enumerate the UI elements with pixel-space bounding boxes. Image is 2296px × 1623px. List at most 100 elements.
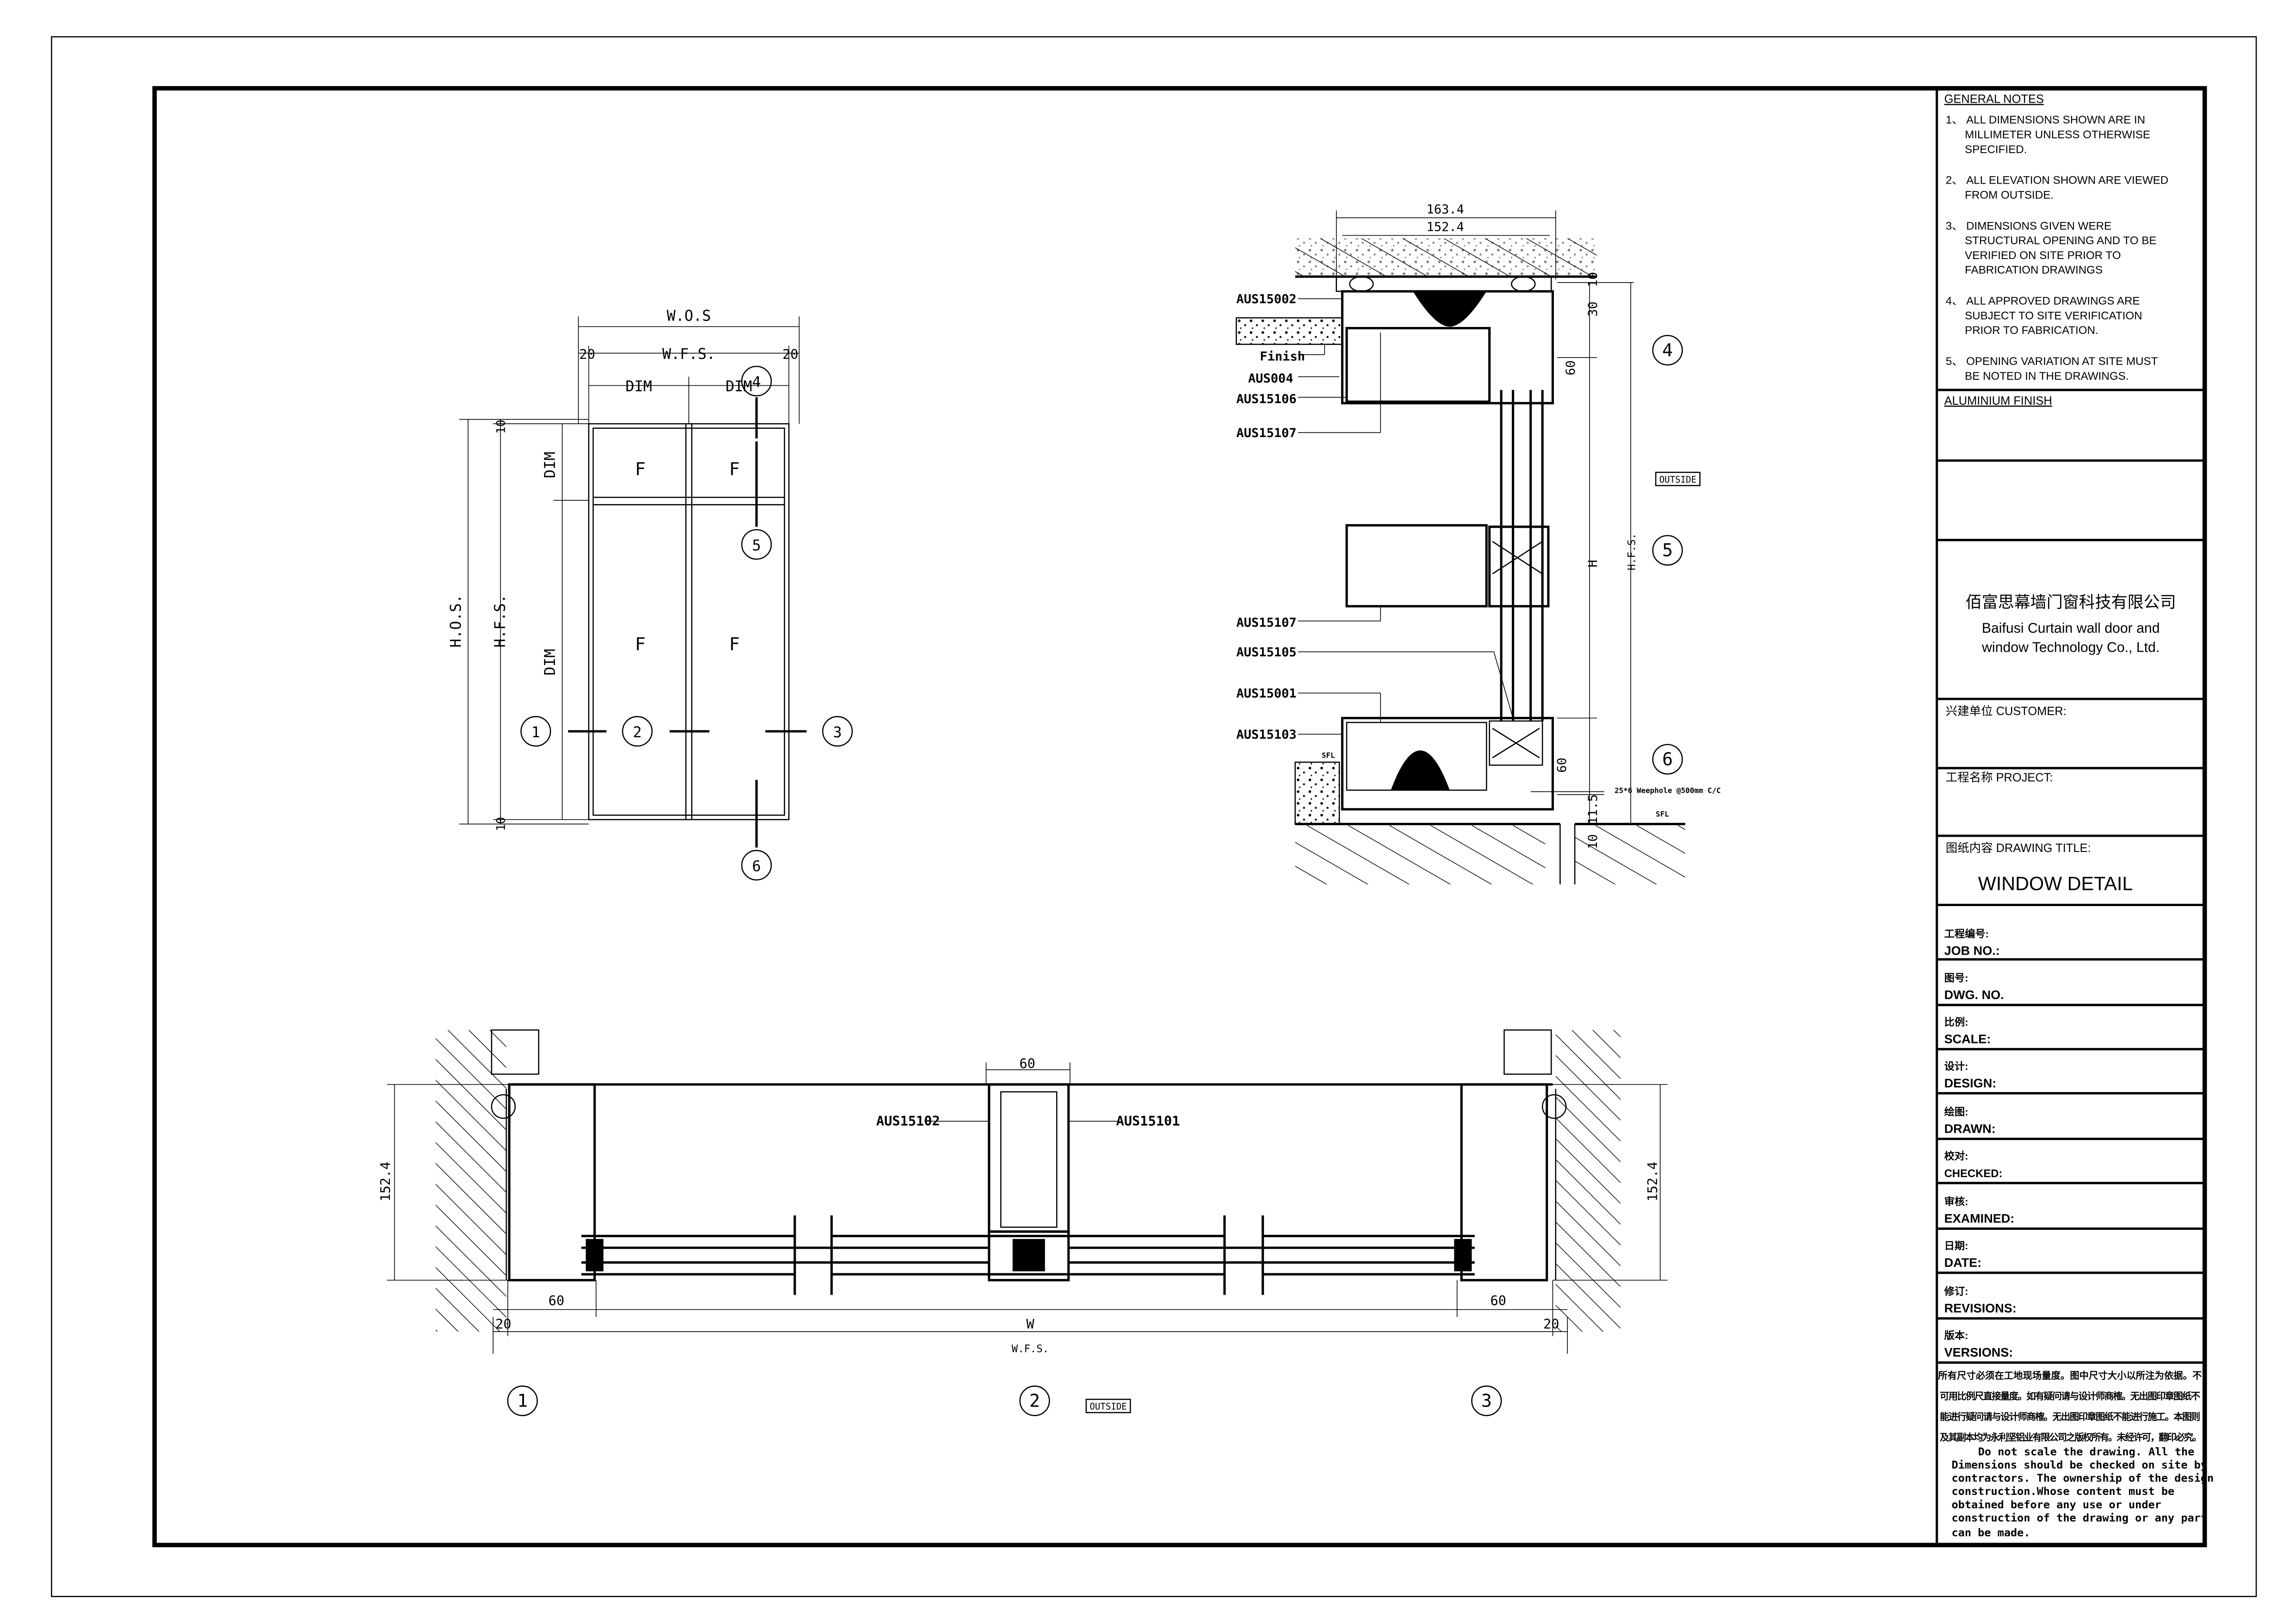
dim-11-5: 11.5 [1586, 794, 1600, 824]
dim-20-right: 20 [1543, 1316, 1559, 1332]
dim-w: W [1026, 1316, 1034, 1332]
panel-label: F [635, 460, 645, 480]
note-line: FROM OUTSIDE. [1965, 189, 2054, 201]
company-name-en-1: Baifusi Curtain wall door and [1982, 621, 2160, 636]
outside-tag: OUTSIDE [1089, 1402, 1126, 1412]
outer-border [51, 36, 2257, 1598]
dim-30: 30 [1586, 302, 1600, 317]
note-line: 3、 DIMENSIONS GIVEN WERE [1946, 220, 2111, 232]
note-line: 1、 ALL DIMENSIONS SHOWN ARE IN [1946, 114, 2145, 126]
sfl-label: SFL [1656, 810, 1669, 819]
field-en: JOB NO.: [1944, 944, 2000, 958]
dim-60-right: 60 [1490, 1293, 1506, 1308]
section-marker-5: 5 [1662, 541, 1673, 561]
horizontal-section: 60 AUS15102 AUS15101 152.4 152.4 60 60 2… [378, 1029, 1668, 1416]
field-en: DWG. NO. [1944, 988, 2004, 1002]
disclaimer-line: Dimensions should be checked on site by [1952, 1458, 2208, 1471]
dim-60: 60 [1555, 758, 1569, 773]
customer-label: 兴建单位 CUSTOMER: [1946, 705, 2067, 718]
panel-label: F [729, 635, 740, 655]
disclaimer-line: obtained before any use or under [1952, 1498, 2161, 1511]
section-marker-3: 3 [1481, 1391, 1492, 1411]
field-en: SCALE: [1944, 1032, 1991, 1046]
field-cn: 版本: [1944, 1329, 1968, 1341]
dim-edge-v: 10 [494, 420, 508, 434]
field-en: CHECKED: [1944, 1167, 2003, 1180]
dim-152: 152.4 [1426, 220, 1464, 234]
dim-60-left: 60 [548, 1293, 564, 1308]
field-cn: 审核: [1944, 1196, 1968, 1208]
note-line: VERIFIED ON SITE PRIOR TO [1965, 249, 2121, 262]
vertical-section: 163.4 152.4 10 30 60 H H.F.S. 60 11.5 10… [1236, 202, 1721, 884]
note-line: STRUCTURAL OPENING AND TO BE [1965, 235, 2156, 247]
section-marker-6: 6 [1662, 749, 1673, 770]
general-notes: 1、 ALL DIMENSIONS SHOWN ARE IN MILLIMETE… [1946, 114, 2168, 383]
field-cn: 日期: [1944, 1240, 1968, 1252]
part-label: AUS004 [1248, 371, 1293, 386]
disclaimer-line: Do not scale the drawing. All the [1978, 1445, 2195, 1458]
field-cn: 工程编号: [1944, 928, 1989, 940]
note-line: PRIOR TO FABRICATION. [1965, 324, 2098, 337]
company-name-cn: 佰富思幕墙门窗科技有限公司 [1966, 593, 2176, 611]
part-label: AUS15107 [1236, 426, 1296, 440]
part-label: Finish [1260, 349, 1305, 364]
section-marker-4[interactable]: 4 [752, 373, 761, 391]
field-en: REVISIONS: [1944, 1302, 2017, 1315]
aluminium-finish-heading: ALUMINIUM FINISH [1944, 395, 2052, 407]
disclaimer-en: Do not scale the drawing. All the Dimens… [1952, 1445, 2214, 1539]
part-label: AUS15107 [1236, 616, 1296, 630]
note-line: SPECIFIED. [1965, 143, 2027, 156]
field-en: DRAWN: [1944, 1122, 1996, 1136]
window-elevation: F F F F W.O.S W.F.S. 20 20 DIM DIM H.O.S… [447, 307, 853, 881]
disclaimer-cn: 及其副本均为永利坚铝业有限公司之版权所有。未经许可，翻印必究。 [1940, 1432, 2202, 1443]
dim-wos: W.O.S [667, 307, 711, 325]
disclaimer: 所有尺寸必须在工地现场量度。图中尺寸大小以所注为依据。不 可用比例尺直接量度。如… [1938, 1370, 2202, 1443]
dim-152-right: 152.4 [1645, 1162, 1660, 1202]
section-marker-1[interactable]: 1 [531, 723, 540, 741]
dim-label: DIM [625, 377, 652, 395]
disclaimer-cn: 能进行疑问请与设计师商榷。无出图印章图纸不能进行施工。本图则 [1940, 1411, 2200, 1422]
section-marker-2[interactable]: 2 [633, 723, 642, 741]
part-label: AUS15001 [1236, 686, 1296, 701]
dim-wfs: W.F.S. [1012, 1343, 1049, 1355]
dim-label: DIM [541, 649, 558, 675]
sfl-label: SFL [1322, 751, 1335, 759]
field-en: VERSIONS: [1944, 1345, 2013, 1359]
disclaimer-line: contractors. The ownership of the design [1952, 1472, 2214, 1485]
section-marker-1: 1 [517, 1391, 528, 1411]
dim-hfs: H.F.S. [1626, 533, 1638, 570]
field-cn: 修订: [1944, 1285, 1968, 1297]
note-line: 2、 ALL ELEVATION SHOWN ARE VIEWED [1946, 174, 2168, 187]
section-marker-2: 2 [1029, 1391, 1040, 1411]
dim-10: 10 [1586, 834, 1600, 849]
dim-h: H [1586, 560, 1600, 567]
section-marker-5[interactable]: 5 [752, 537, 761, 554]
dim-20-left: 20 [495, 1316, 511, 1332]
note-line: FABRICATION DRAWINGS [1965, 264, 2103, 277]
field-en: EXAMINED: [1944, 1212, 2015, 1226]
dim-hos: H.O.S. [447, 594, 464, 648]
field-cn: 校对: [1944, 1150, 1968, 1162]
note-line: 5、 OPENING VARIATION AT SITE MUST [1946, 355, 2158, 368]
dim-label: DIM [541, 452, 558, 478]
dim-60: 60 [1564, 360, 1578, 376]
disclaimer-cn: 可用比例尺直接量度。如有疑问请与设计师商榷。无出图印章图纸不 [1940, 1390, 2201, 1401]
disclaimer-line: construction of the drawing or any part [1952, 1511, 2208, 1524]
drawing-title: WINDOW DETAIL [1978, 873, 2133, 895]
company-name-en-2: window Technology Co., Ltd. [1981, 640, 2160, 655]
section-marker-4: 4 [1662, 340, 1673, 361]
drawing-title-label: 图纸内容 DRAWING TITLE: [1946, 842, 2091, 855]
section-marker-3[interactable]: 3 [833, 723, 842, 741]
project-label: 工程名称 PROJECT: [1946, 771, 2053, 784]
note-line: BE NOTED IN THE DRAWINGS. [1965, 370, 2129, 383]
field-en: DATE: [1944, 1256, 1982, 1270]
dim-hfs: H.F.S. [491, 594, 508, 648]
part-label: AUS15103 [1236, 728, 1296, 742]
field-cn: 图号: [1944, 972, 1968, 984]
title-fields: 工程编号: JOB NO.: 图号: DWG. NO. 比例: SCALE: 设… [1944, 928, 2017, 1360]
general-notes-heading: GENERAL NOTES [1944, 93, 2044, 106]
weephole-note: 25*6 Weephole @500mm C/C [1615, 786, 1721, 795]
dim-edge-v: 10 [494, 817, 508, 831]
section-marker-6[interactable]: 6 [752, 857, 761, 875]
